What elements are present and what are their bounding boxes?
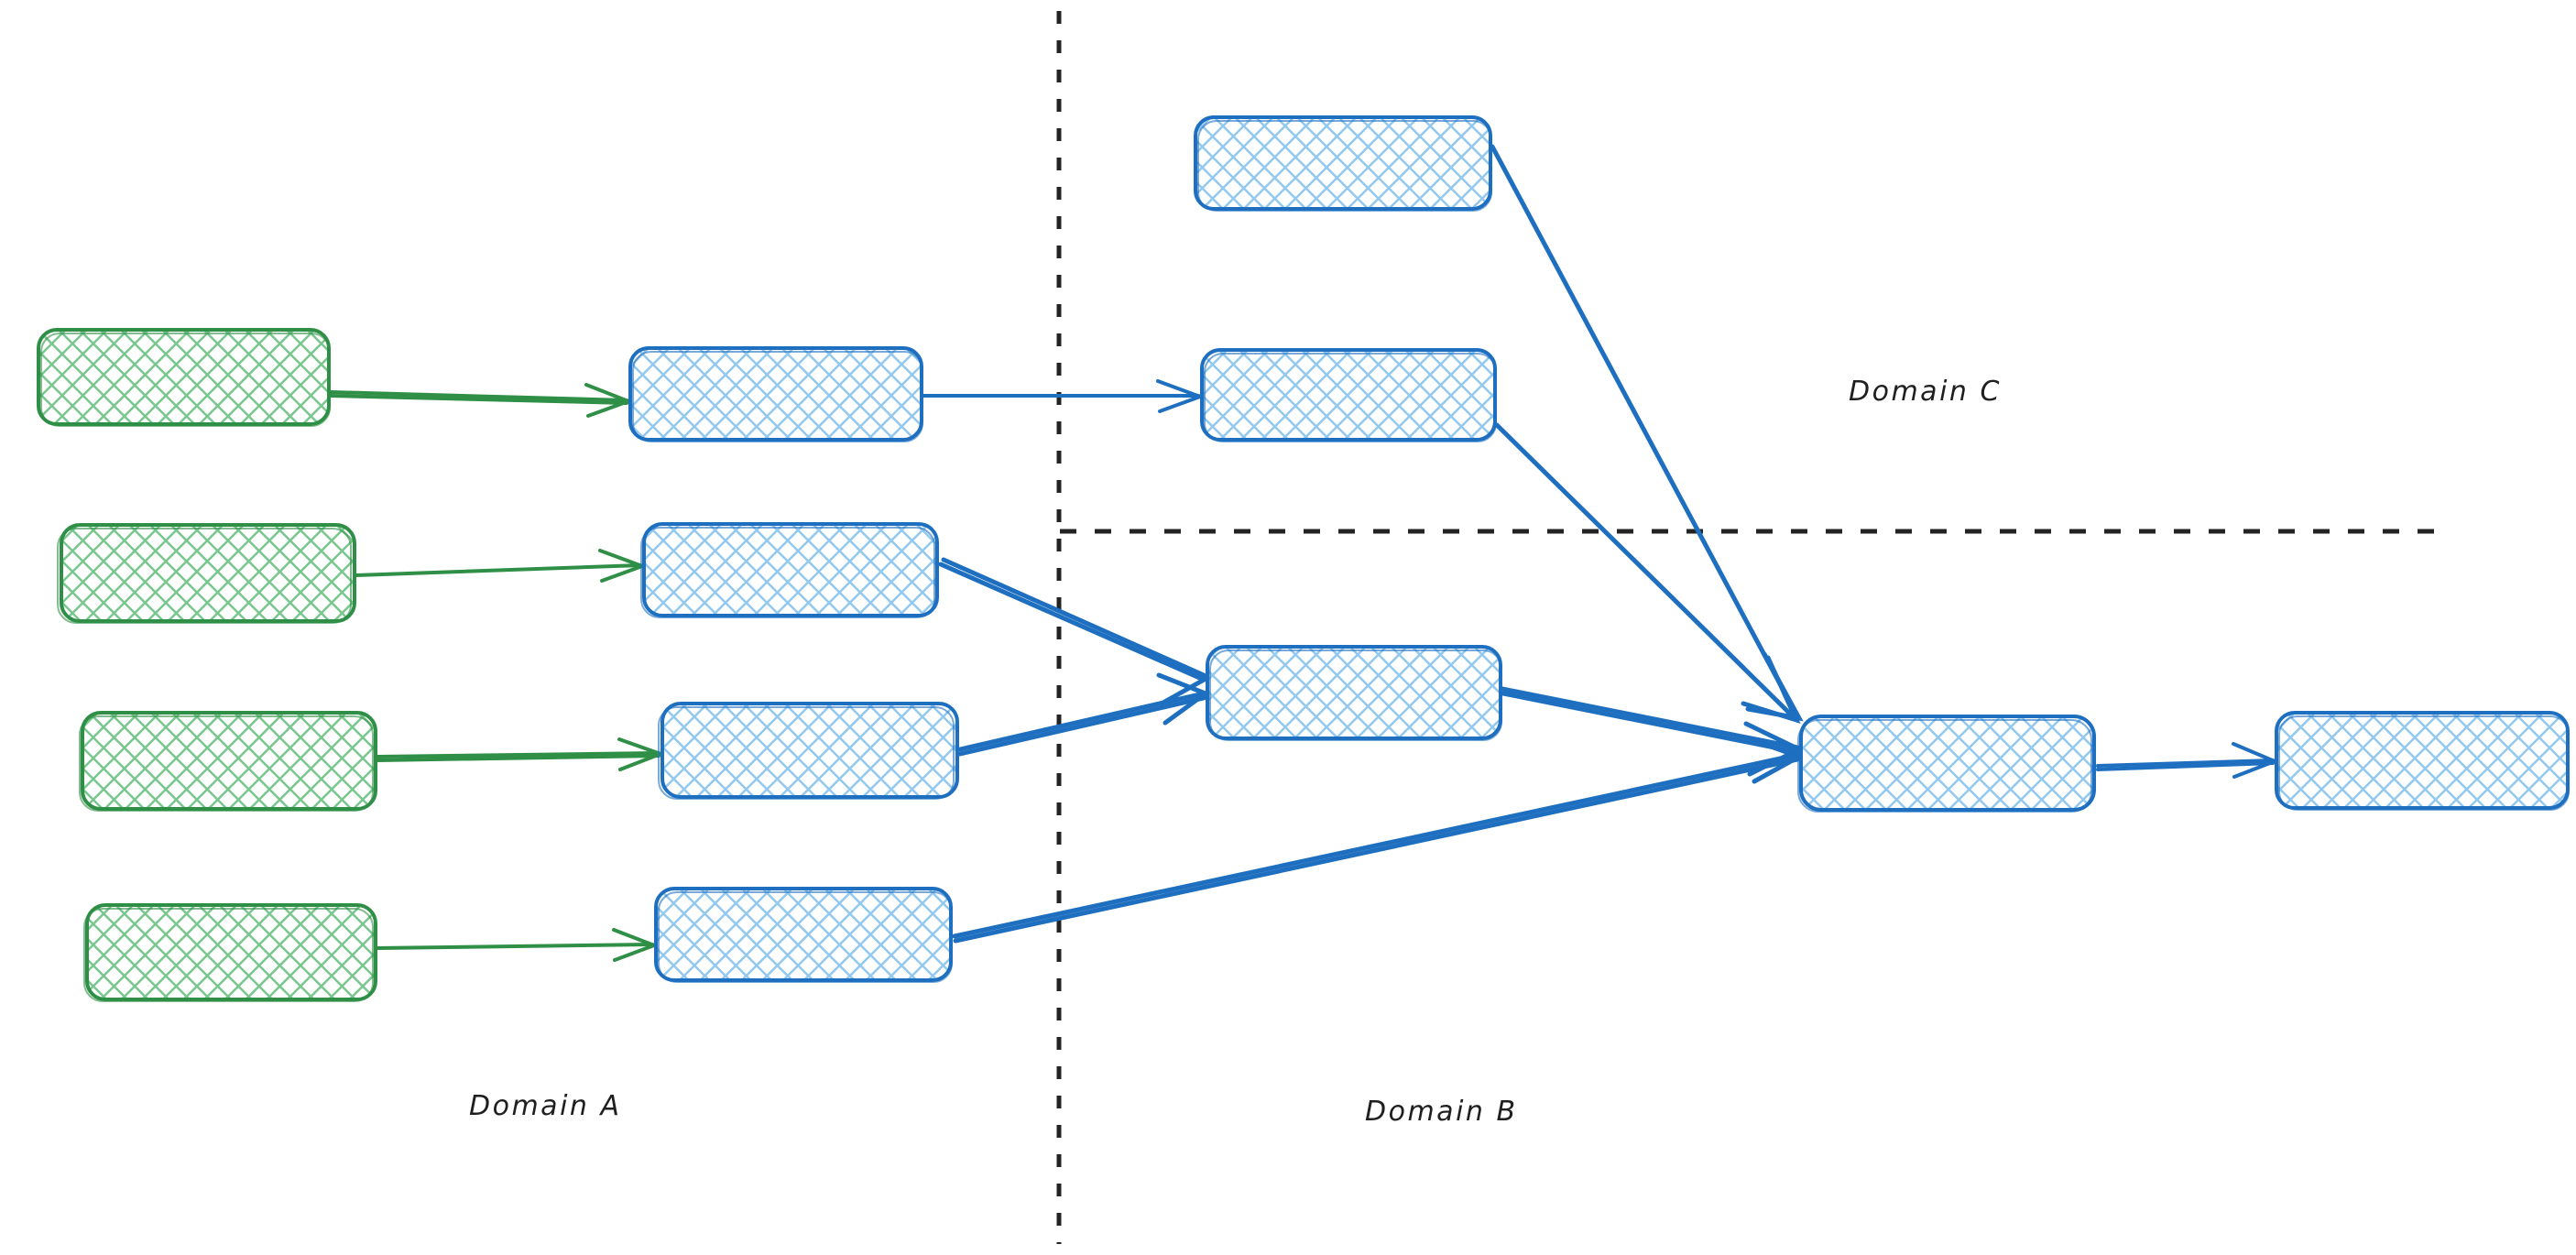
edge-b1-c2 (922, 379, 1206, 413)
node-b2[interactable] (640, 522, 939, 618)
domain-label-a: Domain A (469, 1090, 622, 1122)
node-a4[interactable] (83, 903, 377, 1002)
node-b1[interactable] (628, 346, 923, 442)
node-out[interactable] (2275, 711, 2570, 811)
node-group (37, 115, 2570, 1002)
edge-group (329, 144, 2280, 962)
node-c2[interactable] (1200, 348, 1497, 442)
node-c3[interactable] (1206, 645, 1502, 741)
node-a3[interactable] (79, 711, 377, 812)
edge-b2-c3 (938, 557, 1211, 706)
edge-a4-b4 (376, 928, 660, 962)
node-a2[interactable] (57, 523, 356, 624)
divider-group (1056, 11, 2449, 1244)
node-a1[interactable] (37, 328, 331, 427)
node-hub[interactable] (1797, 715, 2096, 813)
edge-c1-hub (1490, 144, 1804, 722)
edge-a2-b2 (355, 549, 648, 583)
domain-label-b: Domain B (1365, 1096, 1518, 1128)
edge-c3-hub (1500, 686, 1805, 777)
edge-b4-hub (952, 736, 1806, 944)
node-c1[interactable] (1194, 115, 1492, 212)
edge-b3-c3 (957, 672, 1211, 757)
edge-hub-out (2096, 742, 2280, 779)
node-b3[interactable] (658, 702, 959, 800)
edge-a1-b1 (329, 383, 634, 418)
node-b4[interactable] (654, 887, 953, 983)
domain-label-c: Domain C (1849, 376, 2002, 408)
edge-a3-b3 (376, 737, 666, 771)
edge-c2-hub (1494, 422, 1801, 725)
